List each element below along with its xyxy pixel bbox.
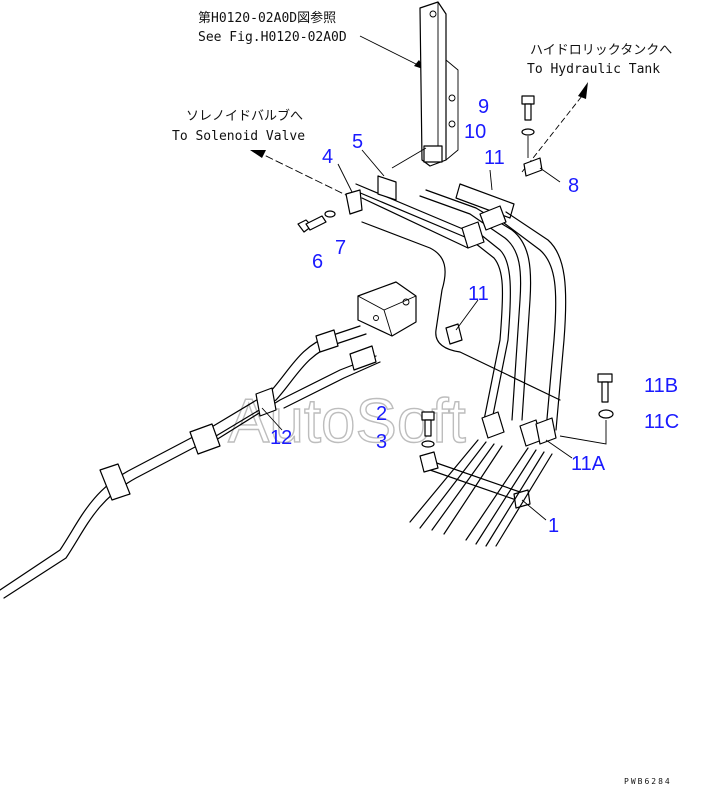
valve-block <box>357 281 417 337</box>
washer-3 <box>421 440 435 448</box>
hose-clamp-11-mid <box>445 323 463 345</box>
note-solenoid-valve-jp: ソレノイドバルブへ <box>186 108 303 124</box>
pipe-bundle-upper <box>345 147 473 249</box>
clamp-8 <box>523 157 543 177</box>
bolt-2 <box>421 411 435 437</box>
note-hydraulic-tank-en: To Hydraulic Tank <box>527 62 660 77</box>
note-solenoid-valve-en: To Solenoid Valve <box>172 129 305 144</box>
callout-3: 3 <box>376 431 387 453</box>
note-hydraulic-tank-jp: ハイドロリックタンクへ <box>530 43 672 58</box>
callout-2: 2 <box>376 403 387 425</box>
callout-11-mid: 11 <box>468 283 489 305</box>
callout-11a: 11A <box>571 453 606 475</box>
callout-11-top: 11 <box>484 147 505 169</box>
bracket-plate-1 <box>419 451 531 509</box>
callout-1: 1 <box>548 515 559 537</box>
washer-10 <box>521 128 535 136</box>
leader-hydraulic-tank <box>521 95 583 173</box>
washer-7 <box>324 210 336 218</box>
note-figure-ref-en: See Fig.H0120-02A0D <box>198 30 347 45</box>
callout-6: 6 <box>312 251 323 273</box>
drawing-code: PWB6284 <box>624 777 672 786</box>
callout-5: 5 <box>352 131 363 153</box>
pilot-tube <box>361 221 561 401</box>
leader-solenoid-valve <box>261 153 353 199</box>
callout-11b: 11B <box>644 375 678 397</box>
callout-leaders <box>261 149 573 521</box>
callout-7: 7 <box>335 237 346 259</box>
callout-10: 10 <box>464 121 486 143</box>
note-figure-ref-jp: 第H0120-02A0D図参照 <box>198 10 336 26</box>
callout-4: 4 <box>322 146 333 168</box>
bolt-6 <box>297 215 327 233</box>
arrowhead-hydraulic-tank <box>578 82 588 99</box>
bolt-11b <box>597 373 613 403</box>
mounting-bracket <box>419 1 459 167</box>
note-figure-reference: 第H0120-02A0D図参照 See Fig.H0120-02A0D <box>198 10 426 70</box>
bolt-9 <box>521 95 535 121</box>
hose-ends-lower <box>409 439 553 547</box>
callout-8: 8 <box>568 175 579 197</box>
hose-set-12 <box>0 325 381 599</box>
note-hydraulic-tank: ハイドロリックタンクへ To Hydraulic Tank <box>521 43 672 173</box>
clamp-5 <box>377 175 397 201</box>
arrowhead-solenoid-valve <box>250 150 266 158</box>
callout-11c: 11C <box>644 411 679 433</box>
clip-4 <box>345 189 363 215</box>
fitting-11a <box>481 411 557 447</box>
hose-bundle <box>419 183 567 431</box>
callout-9: 9 <box>478 96 489 118</box>
washer-11c <box>598 409 614 419</box>
leader-figure-ref <box>359 35 421 67</box>
callouts: 9 10 8 11 5 4 7 6 11 11B 11C 2 3 12 11A … <box>270 96 679 537</box>
note-solenoid-valve: ソレノイドバルブへ To Solenoid Valve <box>172 108 353 199</box>
callout-12: 12 <box>270 427 292 449</box>
